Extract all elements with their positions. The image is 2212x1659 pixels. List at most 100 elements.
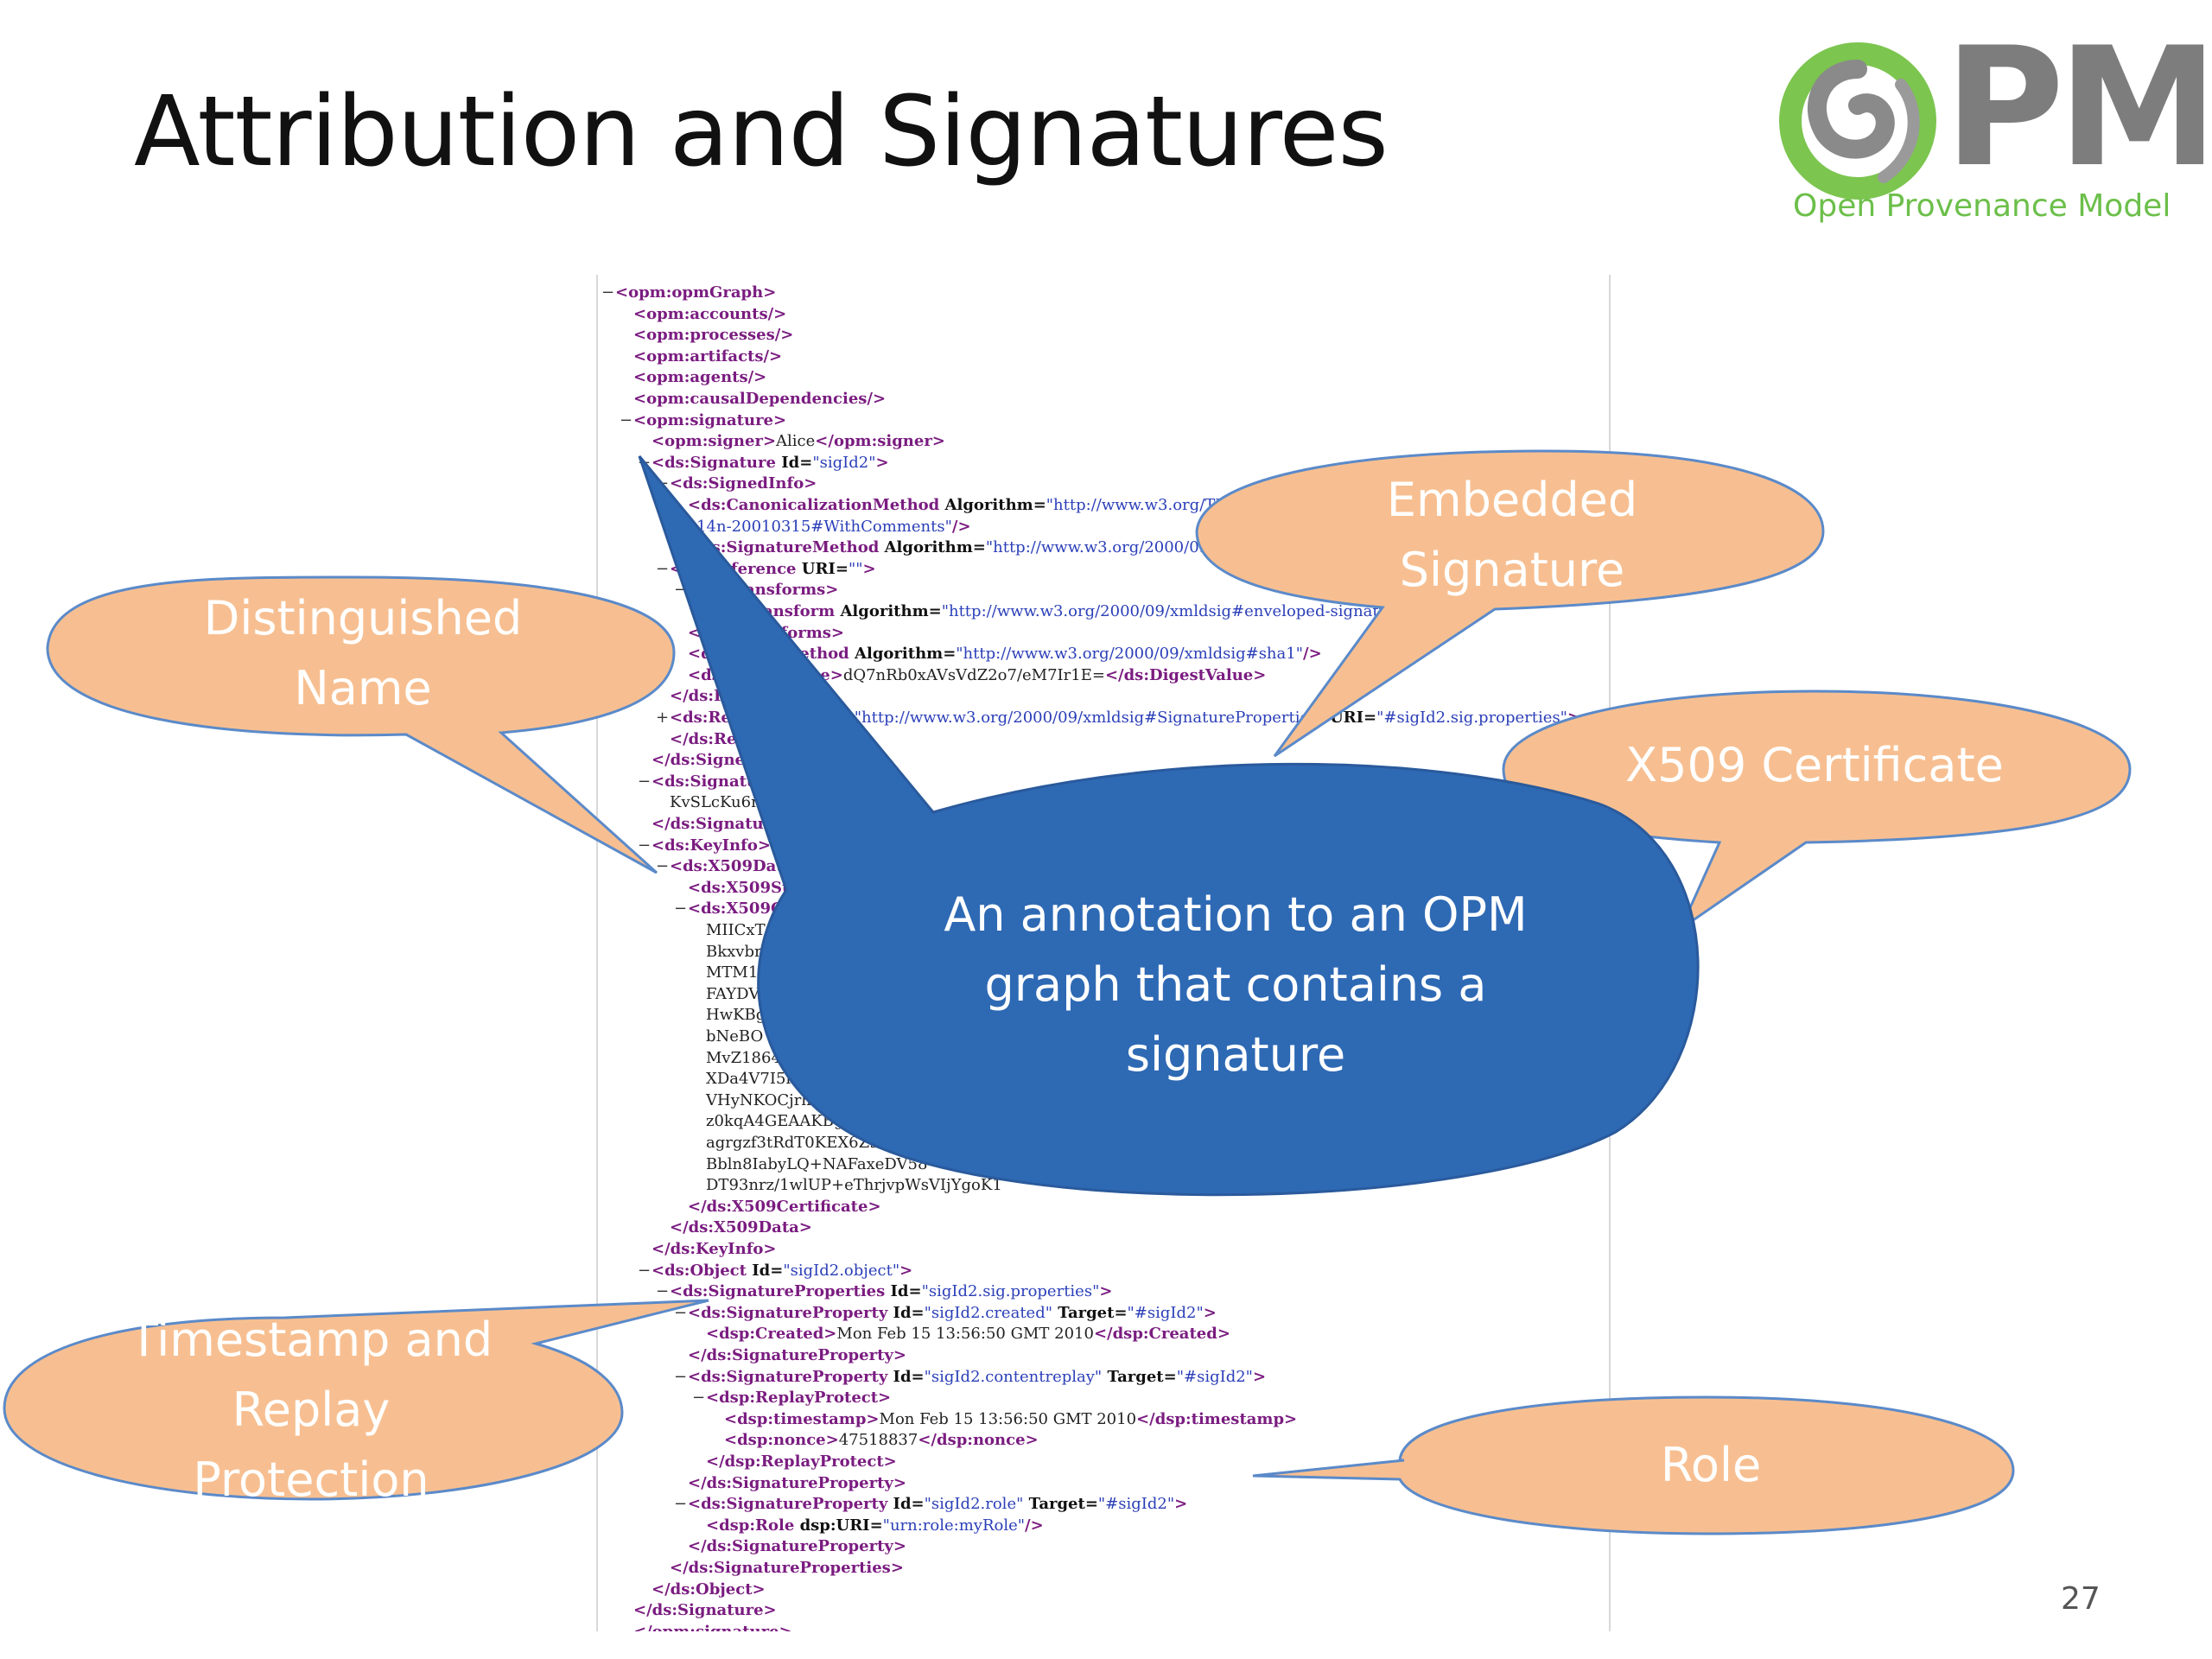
xml-txt: MTM1 <box>706 963 759 982</box>
embedded-signature-label: Embedded Signature <box>1386 473 1638 597</box>
xml-toggle[interactable]: − <box>656 474 670 493</box>
xml-txt: DT93nrz/1wlUP+eThrjvpWsVIjYgoK1 <box>706 1176 1002 1195</box>
xml-tag: <ds:KeyInfo> <box>652 836 771 855</box>
xml-val: "sigId2.created" <box>924 1303 1052 1322</box>
xml-toggle[interactable]: − <box>674 581 688 600</box>
xml-attr: Id= <box>752 1261 784 1280</box>
xml-tag: </ds:SignatureProperty> <box>688 1537 906 1556</box>
xml-tag: > <box>1099 1282 1113 1301</box>
slide-title: Attribution and Signatures <box>134 76 1389 188</box>
xml-val: c14n-20010315#WithComments" <box>688 517 952 536</box>
xml-line[interactable]: −<ds:Transforms> <box>674 579 838 601</box>
xml-tag: <opm:causalDependencies/> <box>633 390 887 408</box>
xml-line[interactable]: −<opm:opmGraph> <box>601 282 776 303</box>
xml-toggle[interactable]: − <box>674 899 688 918</box>
xml-line: VHyNKOCjrh4 <box>692 1090 821 1111</box>
annotation-label: An annotation to an OPM graph that conta… <box>944 887 1528 1082</box>
xml-txt: dQ7nRb0xAVsVdZ2o7/eM7Ir1E= <box>842 665 1105 684</box>
xml-toggle[interactable]: − <box>638 453 652 472</box>
xml-toggle[interactable]: − <box>656 857 670 876</box>
xml-val: "http://www.w3.org/2000/09/xmldsig#Signa… <box>854 709 1325 727</box>
xml-toggle[interactable]: − <box>601 283 615 302</box>
xml-line[interactable]: −<ds:SignatureValue> <box>638 771 836 792</box>
xml-tag: </ds:SignatureProperty> <box>688 1473 906 1492</box>
xml-tag: </ds:KeyInfo> <box>652 1240 777 1258</box>
xml-line: <ds:SignatureMethod Algorithm="http://ww… <box>674 537 1382 558</box>
xml-toggle[interactable]: − <box>674 1367 688 1386</box>
xml-tag: </ds:SignatureProperties> <box>670 1559 904 1577</box>
xml-tag: </ds:Transforms> <box>688 623 844 642</box>
xml-line: <opm:accounts/> <box>620 303 786 325</box>
xml-tag: > <box>862 559 876 578</box>
xml-tag: <opm:accounts/> <box>633 304 787 323</box>
xml-line[interactable]: −<dsp:ReplayProtect> <box>692 1387 891 1408</box>
xml-line: </ds:Reference> <box>656 685 815 707</box>
xml-toggle[interactable]: − <box>638 836 652 855</box>
xml-toggle[interactable]: − <box>692 1389 706 1408</box>
xml-tag: <ds:X509Certificate> <box>688 899 875 918</box>
xml-line[interactable]: −<ds:SignatureProperty Id="sigId2.conten… <box>674 1366 1266 1388</box>
xml-attr: Id= <box>893 1367 925 1386</box>
xml-toggle[interactable]: + <box>656 709 670 727</box>
xml-tag: <ds:SignatureMethod <box>688 538 885 557</box>
xml-toggle[interactable]: − <box>620 410 633 429</box>
xml-tag: > <box>1174 1495 1188 1514</box>
xml-val: "#sigId2" <box>1176 1367 1253 1386</box>
xml-line[interactable]: −<ds:KeyInfo> <box>638 835 771 856</box>
xml-line[interactable]: −<ds:X509Certificate> <box>674 898 875 919</box>
xml-tag: <ds:SignatureProperty <box>688 1367 893 1386</box>
xml-val: "#sigId2" <box>1097 1495 1175 1514</box>
xml-tag: </ds:DigestValue> <box>1104 665 1267 684</box>
xml-toggle[interactable]: − <box>656 559 670 578</box>
xml-txt: bNeBO <box>706 1027 764 1046</box>
xml-line[interactable]: −<ds:SignatureProperties Id="sigId2.sig.… <box>656 1281 1112 1302</box>
xml-line[interactable]: +<ds:Reference Type="http://www.w3.org/2… <box>656 707 1580 728</box>
xml-line[interactable]: −<ds:X509Data> <box>656 855 806 877</box>
xml-line: <ds:DigestMethod Algorithm="http://www.w… <box>674 643 1322 664</box>
xml-line[interactable]: −<ds:SignatureProperty Id="sigId2.role" … <box>674 1493 1187 1515</box>
xml-toggle[interactable]: − <box>674 1303 688 1322</box>
xml-line[interactable]: −<opm:signature> <box>620 410 786 431</box>
xml-tag: </ds:SignedInfo> <box>652 751 804 770</box>
role-label: Role <box>1660 1438 1762 1492</box>
xml-toggle[interactable]: − <box>656 1282 670 1301</box>
xml-txt: HwKBg <box>706 1006 766 1025</box>
xml-line[interactable]: −<ds:Signature Id="sigId2"> <box>638 452 889 474</box>
xml-line: <ds:DigestValue>dQ7nRb0xAVsVdZ2o7/eM7Ir1… <box>674 664 1266 686</box>
xml-toggle[interactable]: − <box>674 1495 688 1514</box>
xml-line: Bkxvbm <box>692 941 769 963</box>
xml-line[interactable]: −<ds:Reference URI=""> <box>656 558 876 580</box>
xml-tag: /> <box>1025 1516 1044 1535</box>
xml-val: "urn:role:myRole" <box>882 1516 1026 1535</box>
xml-tag: <ds:SignatureValue> <box>652 772 837 791</box>
xml-val: "http://www.w3.org/2000/09/xmldsig#envel… <box>941 602 1413 620</box>
xml-line: </ds:Reference> <box>656 728 815 750</box>
opm-logo-letters: PM <box>1944 35 2203 203</box>
xml-tag: > <box>1203 1303 1217 1322</box>
xml-line: z0kqA4GEAAKBgQ <box>692 1110 856 1132</box>
xml-tag: > <box>1567 709 1581 727</box>
xml-line: MvZ1864 <box>692 1047 781 1069</box>
xml-attr: Type= <box>801 709 855 727</box>
xml-toggle[interactable]: − <box>638 1261 652 1280</box>
xml-txt: MvZ1864 <box>706 1048 781 1067</box>
xml-toggle[interactable]: − <box>638 772 652 791</box>
xml-tag: </dsp:nonce> <box>918 1431 1039 1450</box>
xml-attr: URI= <box>1324 709 1377 727</box>
xml-line[interactable]: −<ds:Object Id="sigId2.object"> <box>638 1260 912 1281</box>
xml-line[interactable]: −<ds:SignedInfo> <box>656 473 817 494</box>
xml-line: MTM1 <box>692 962 758 983</box>
xml-line[interactable]: −<ds:SignatureProperty Id="sigId2.create… <box>674 1302 1217 1324</box>
xml-tag: <dsp:timestamp> <box>724 1409 880 1428</box>
xml-val: "sigId2.contentreplay" <box>924 1367 1103 1386</box>
xml-line: DT93nrz/1wlUP+eThrjvpWsVIjYgoK1 <box>692 1174 1002 1196</box>
xml-txt: 47518837 <box>838 1431 918 1450</box>
xml-tag: <ds:Object <box>652 1261 753 1280</box>
xml-tag: <ds:Reference <box>670 709 802 727</box>
xml-val: "sigId2.role" <box>924 1495 1024 1514</box>
xml-tag: </ds:SignatureProperty> <box>688 1346 906 1364</box>
xml-txt: Alice <box>776 432 816 451</box>
xml-tag: > <box>1252 1367 1267 1386</box>
xml-tag: > <box>875 453 889 472</box>
xml-txt: agrgzf3tRdT0KEX6Z9 <box>706 1134 880 1152</box>
